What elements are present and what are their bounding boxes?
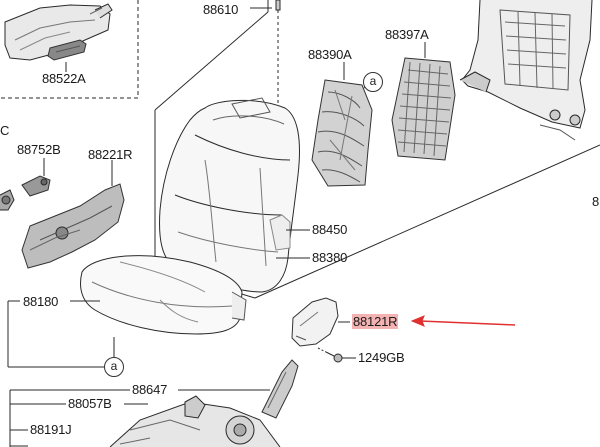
part-88397A-mat xyxy=(391,57,456,161)
bracket-88180 xyxy=(7,300,115,368)
label-88390A: 88390A xyxy=(308,47,352,62)
label-88752B: 88752B xyxy=(17,142,61,157)
bracket-bottom xyxy=(9,389,270,447)
label-88647: 88647 xyxy=(132,382,168,397)
part-seat-frame-bottom xyxy=(109,395,281,447)
label-88450: 88450 xyxy=(312,222,348,237)
part-88221R-side-cover xyxy=(21,160,125,269)
label-88221R: 88221R xyxy=(88,147,133,162)
part-seat-cushion xyxy=(80,255,247,335)
ref-circle-a-bottom: a xyxy=(104,357,124,377)
part-88752B xyxy=(0,158,51,211)
part-88390A-lumbar xyxy=(311,62,373,187)
label-88191J: 88191J xyxy=(30,422,72,437)
part-1249GB-screw xyxy=(325,351,356,363)
leader-screw xyxy=(317,347,327,353)
label-88057B: 88057B xyxy=(68,396,112,411)
label-1249GB: 1249GB xyxy=(358,350,405,365)
label-88397A: 88397A xyxy=(385,27,429,42)
detail-box-dashed xyxy=(0,0,139,99)
part-88522A xyxy=(47,39,87,61)
red-arrow xyxy=(410,315,516,327)
part-88121R-cover xyxy=(291,297,350,347)
label-88121R-highlight: 88121R xyxy=(352,314,399,329)
part-88610-pin xyxy=(250,0,281,118)
label-C: C xyxy=(0,123,10,138)
label-88180: 88180 xyxy=(23,294,59,309)
label-88522A: 88522A xyxy=(42,71,86,86)
part-seatback-frame xyxy=(459,0,593,141)
part-seatback-foam-88450 xyxy=(159,97,300,293)
label-88380: 88380 xyxy=(312,250,348,265)
part-cushion-frame-topleft xyxy=(4,3,113,61)
label-88121R: 88121R xyxy=(352,314,399,329)
part-88647-lever xyxy=(261,359,299,419)
label-edge-8: 8 xyxy=(592,194,600,209)
label-88610: 88610 xyxy=(203,2,239,17)
ref-circle-a-top: a xyxy=(363,72,383,92)
